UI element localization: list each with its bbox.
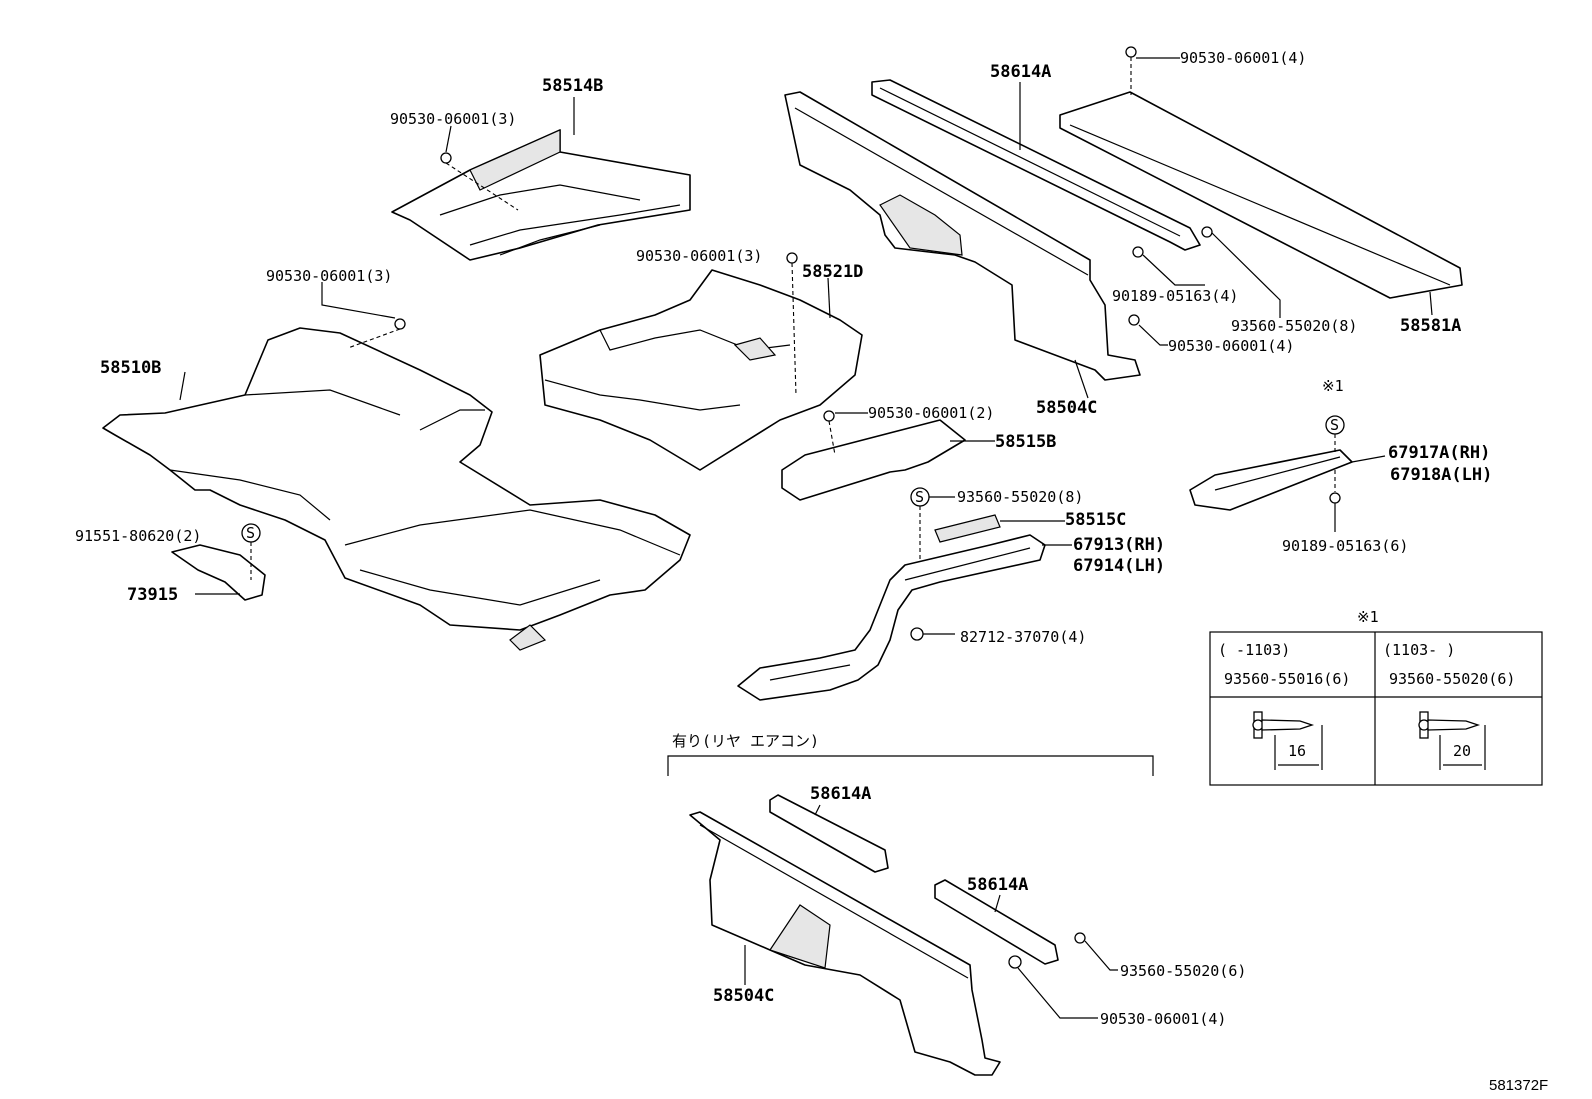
- label-58515B: 58515B: [995, 432, 1056, 452]
- screw-icon: [1418, 711, 1486, 770]
- clip-icon: [910, 627, 924, 641]
- part-58515B[interactable]: [781, 419, 966, 501]
- part-73915[interactable]: [171, 544, 266, 601]
- label-note-mark-2: ※1: [1357, 608, 1379, 626]
- label-67918A: 67918A(LH): [1390, 465, 1492, 485]
- s-marker-icon: S: [241, 523, 261, 580]
- label-58510B: 58510B: [100, 358, 161, 378]
- label-fastener-90189-b: 90189-05163(6): [1282, 537, 1408, 555]
- label-variant-caption: 有り(リヤ エアコン): [672, 732, 819, 750]
- part-67917A-67918A[interactable]: [1189, 449, 1353, 511]
- part-58514B[interactable]: [391, 129, 691, 261]
- svg-text:S: S: [1330, 416, 1339, 434]
- clip-icon: [1329, 470, 1341, 504]
- label-fastener-90530-mid: 90530-06001(4): [1168, 337, 1294, 355]
- variant-bracket: [667, 755, 1154, 776]
- table-part-col1: 93560-55016(6): [1224, 670, 1350, 688]
- table-part-col2: 93560-55020(6): [1389, 670, 1515, 688]
- svg-text:S: S: [915, 488, 924, 506]
- label-fastener-58521D: 90530-06001(3): [636, 247, 762, 265]
- screw-icon: [1074, 932, 1086, 944]
- part-58614A-variant-1[interactable]: [769, 794, 889, 873]
- label-67917A: 67917A(RH): [1388, 443, 1490, 463]
- screw-icon: [1252, 711, 1323, 770]
- table-length-col1: 16: [1288, 742, 1306, 760]
- label-58515C: 58515C: [1065, 510, 1126, 530]
- label-fastener-82712: 82712-37070(4): [960, 628, 1086, 646]
- clip-icon: [440, 152, 519, 211]
- part-58581A[interactable]: [1059, 91, 1463, 299]
- table-range-col2: (1103- ): [1383, 641, 1455, 659]
- label-fastener-58514B: 90530-06001(3): [390, 110, 516, 128]
- label-58614A-variant-1: 58614A: [810, 784, 871, 804]
- label-58614A-top: 58614A: [990, 62, 1051, 82]
- screw-icon: [1201, 226, 1213, 238]
- label-fastener-91551: 91551-80620(2): [75, 527, 201, 545]
- label-58614A-variant-2: 58614A: [967, 875, 1028, 895]
- part-67913-67914[interactable]: [737, 534, 1046, 701]
- label-67913: 67913(RH): [1073, 535, 1165, 555]
- label-fastener-90189-a: 90189-05163(4): [1112, 287, 1238, 305]
- label-fastener-93560-c: 93560-55020(6): [1120, 962, 1246, 980]
- label-fastener-top-right: 90530-06001(4): [1180, 49, 1306, 67]
- table-length-col2: 20: [1453, 742, 1471, 760]
- part-58515C[interactable]: [934, 514, 1001, 543]
- clip-icon: [347, 318, 406, 349]
- part-58504C[interactable]: [784, 91, 1141, 381]
- label-note-mark-1: ※1: [1322, 377, 1344, 395]
- s-marker-icon: S: [1325, 415, 1345, 452]
- clip-icon: [1132, 246, 1144, 258]
- clip-icon: [1008, 955, 1022, 969]
- label-fastener-58510B: 90530-06001(3): [266, 267, 392, 285]
- clip-icon: [1125, 46, 1137, 95]
- label-fastener-93560-a: 93560-55020(8): [1231, 317, 1357, 335]
- part-58614A-variant-2[interactable]: [934, 879, 1059, 965]
- diagram-id: 581372F: [1489, 1077, 1548, 1094]
- label-58521D: 58521D: [802, 262, 863, 282]
- label-58504C-variant: 58504C: [713, 986, 774, 1006]
- part-58510B[interactable]: [102, 327, 691, 651]
- label-58504C-top: 58504C: [1036, 398, 1097, 418]
- label-fastener-93560-b: 93560-55020(8): [957, 488, 1083, 506]
- clip-icon: [823, 410, 836, 456]
- label-fastener-58515B: 90530-06001(2): [868, 404, 994, 422]
- label-fastener-90530-bottom: 90530-06001(4): [1100, 1010, 1226, 1028]
- clip-icon: [786, 252, 798, 396]
- part-58521D[interactable]: [539, 269, 863, 471]
- part-58504C-variant[interactable]: [689, 811, 1001, 1076]
- svg-text:S: S: [246, 524, 255, 542]
- label-58581A: 58581A: [1400, 316, 1461, 336]
- label-58514B: 58514B: [542, 76, 603, 96]
- label-73915: 73915: [127, 585, 178, 605]
- screw-spec-table: ( -1103) (1103- ) 93560-55016(6) 93560-5…: [1209, 631, 1543, 786]
- label-67914: 67914(LH): [1073, 556, 1165, 576]
- part-58614A[interactable]: [871, 79, 1201, 251]
- clip-icon: [1128, 314, 1140, 326]
- table-range-col1: ( -1103): [1218, 641, 1290, 659]
